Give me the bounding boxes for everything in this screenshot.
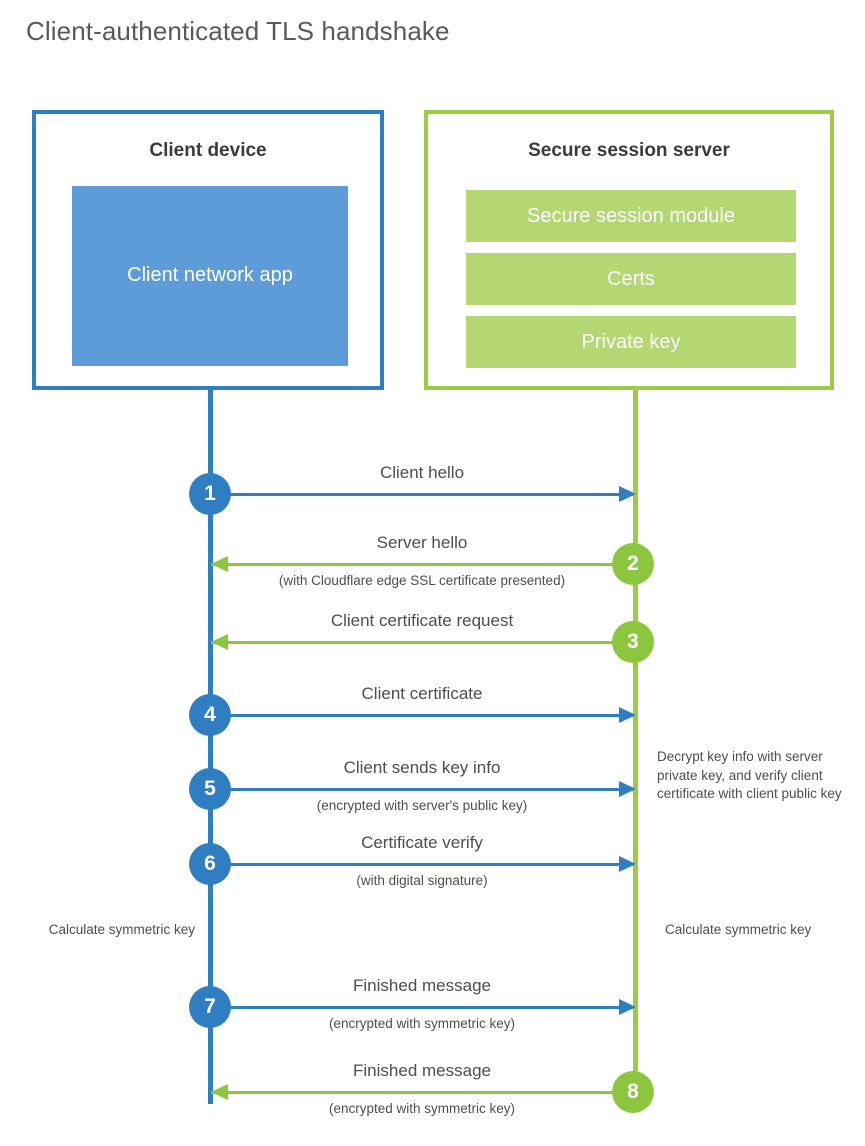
message-sublabel-step-8: (encrypted with symmetric key) <box>328 1101 516 1116</box>
step-circle-5: 5 <box>189 768 231 810</box>
arrow-head-icon-step-8 <box>211 1084 228 1100</box>
server-block-secure-session-module: Secure session module <box>466 190 796 242</box>
secure-session-server-title: Secure session server <box>528 140 730 161</box>
step-circle-6: 6 <box>189 843 231 885</box>
arrow-line-step-2 <box>211 563 633 566</box>
arrow-line-step-1 <box>211 493 633 496</box>
note-server-calculate-symmetric-key: Calculate symmetric key <box>665 922 812 937</box>
arrow-head-icon-step-2 <box>211 556 228 572</box>
client-lifeline <box>208 388 213 1104</box>
message-label-step-8: Finished message <box>353 1061 491 1080</box>
step-circle-3: 3 <box>612 621 654 663</box>
step-circle-1: 1 <box>189 473 231 515</box>
arrow-line-step-4 <box>211 714 633 717</box>
message-sublabel-step-6: (with digital signature) <box>356 873 488 888</box>
message-label-step-7: Finished message <box>353 976 491 995</box>
message-sublabel-step-2: (with Cloudflare edge SSL certificate pr… <box>278 573 566 588</box>
server-lifeline <box>633 388 638 1091</box>
server-block-private-key: Private key <box>466 316 796 368</box>
client-device-title: Client device <box>149 140 267 161</box>
page-title: Client-authenticated TLS handshake <box>26 16 450 46</box>
arrow-line-step-6 <box>211 863 633 866</box>
client-device-box: Client device Client network app <box>32 110 384 390</box>
arrow-head-icon-step-1 <box>619 486 636 502</box>
arrow-line-step-8 <box>211 1091 633 1094</box>
arrow-line-step-7 <box>211 1006 633 1009</box>
note-server-decrypt: Decrypt key info with server private key… <box>657 749 842 802</box>
message-label-step-4: Client certificate <box>361 684 483 703</box>
note-client-calculate-symmetric-key: Calculate symmetric key <box>48 922 195 937</box>
arrow-head-icon-step-6 <box>619 856 636 872</box>
arrow-head-icon-step-3 <box>211 634 228 650</box>
arrow-line-step-3 <box>211 641 633 644</box>
step-circle-7: 7 <box>189 986 231 1028</box>
arrow-head-icon-step-5 <box>619 781 636 797</box>
message-label-step-2: Server hello <box>376 533 468 552</box>
server-block-certs: Certs <box>466 253 796 305</box>
arrow-line-step-5 <box>211 788 633 791</box>
arrow-head-icon-step-4 <box>619 707 636 723</box>
message-label-step-1: Client hello <box>379 463 465 482</box>
secure-session-server-box: Secure session server Secure session mod… <box>424 110 834 390</box>
message-label-step-3: Client certificate request <box>330 611 514 630</box>
step-circle-2: 2 <box>612 543 654 585</box>
client-network-app-block: Client network app <box>72 186 348 366</box>
message-label-step-6: Certificate verify <box>361 833 483 852</box>
step-circle-8: 8 <box>612 1071 654 1113</box>
message-sublabel-step-5: (encrypted with server's public key) <box>316 798 528 813</box>
message-sublabel-step-7: (encrypted with symmetric key) <box>328 1016 516 1031</box>
step-circle-4: 4 <box>189 694 231 736</box>
message-label-step-5: Client sends key info <box>343 758 501 777</box>
arrow-head-icon-step-7 <box>619 999 636 1015</box>
